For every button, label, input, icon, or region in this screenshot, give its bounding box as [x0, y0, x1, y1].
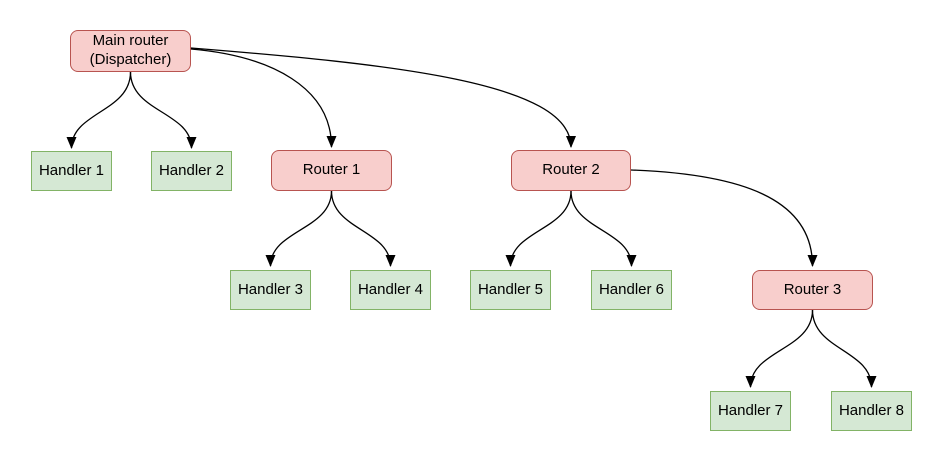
edge-main-to-router-1: [190, 48, 337, 148]
node-handler-3: Handler 3: [230, 270, 311, 310]
edge-router-1-to-handler-3: [265, 190, 333, 267]
node-handler-4: Handler 4: [350, 270, 431, 310]
node-handler-8: Handler 8: [831, 391, 912, 431]
edge-main-to-router-2: [190, 47, 576, 148]
edge-router-2-to-router-3: [630, 169, 818, 267]
node-handler-6: Handler 6: [591, 270, 672, 310]
node-handler-5: Handler 5: [470, 270, 551, 310]
edge-main-to-handler-2: [129, 71, 197, 149]
node-main-router: Main router (Dispatcher): [70, 30, 191, 72]
edge-router-2-to-handler-6: [570, 190, 637, 267]
node-router-3: Router 3: [752, 270, 873, 310]
edge-main-to-handler-1: [66, 71, 132, 149]
edge-router-1-to-handler-4: [330, 190, 396, 267]
node-router-1: Router 1: [271, 150, 392, 191]
edge-router-3-to-handler-8: [811, 309, 877, 388]
node-handler-1: Handler 1: [31, 151, 112, 191]
node-handler-7: Handler 7: [710, 391, 791, 431]
node-handler-2: Handler 2: [151, 151, 232, 191]
edge-router-2-to-handler-5: [505, 190, 572, 267]
node-router-2: Router 2: [511, 150, 631, 191]
edge-router-3-to-handler-7: [745, 309, 814, 388]
